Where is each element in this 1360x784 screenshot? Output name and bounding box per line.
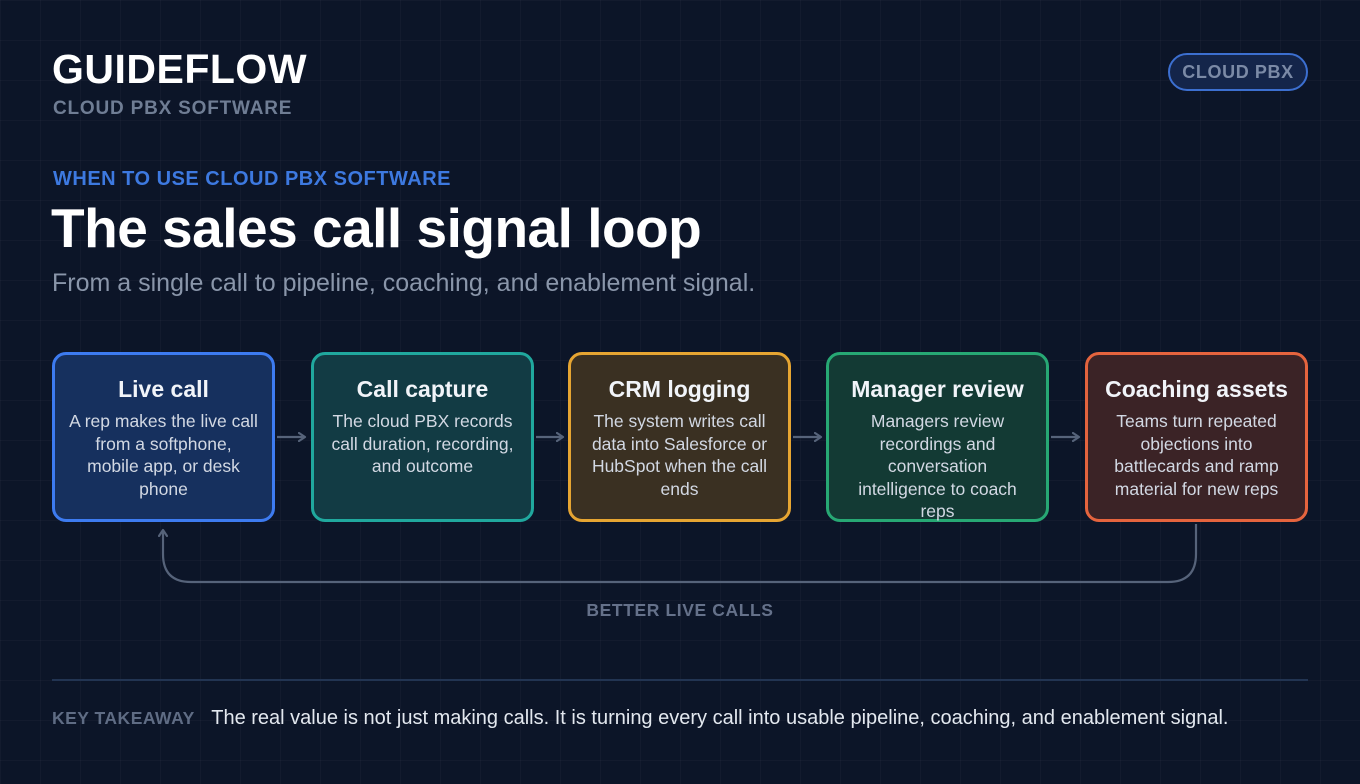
loop-label: BETTER LIVE CALLS [586, 600, 774, 620]
step-title: Coaching assets [1105, 376, 1288, 402]
step-description: The system writes call data into Salesfo… [591, 411, 768, 499]
step-description: The cloud PBX records call duration, rec… [331, 411, 514, 476]
step-crm-logging: CRM logging The system writes call data … [568, 352, 791, 522]
brand-name: GUIDEFLOW [52, 46, 308, 92]
takeaway-text: The real value is not just making calls.… [211, 707, 1229, 729]
step-description: Teams turn repeated objections into batt… [1114, 411, 1279, 499]
divider [52, 679, 1308, 681]
feedback-loop-arrow [163, 524, 1198, 584]
step-title: CRM logging [608, 376, 751, 402]
brand-subtitle: CLOUD PBX SOFTWARE [53, 98, 293, 119]
step-call-capture: Call capture The cloud PBX records call … [311, 352, 534, 522]
step-description: Managers review recordings and conversat… [858, 411, 1017, 521]
takeaway-label: KEY TAKEAWAY [52, 708, 195, 728]
page-title: The sales call signal loop [51, 197, 702, 259]
step-manager-review: Manager review Managers review recording… [826, 352, 1049, 522]
category-badge: CLOUD PBX [1168, 53, 1308, 91]
key-takeaway: KEY TAKEAWAY The real value is not just … [52, 707, 1229, 730]
step-coaching-assets: Coaching assets Teams turn repeated obje… [1085, 352, 1308, 522]
page-subtitle: From a single call to pipeline, coaching… [52, 269, 756, 297]
step-title: Manager review [851, 376, 1024, 402]
step-description: A rep makes the live call from a softpho… [69, 411, 258, 499]
step-live-call: Live call A rep makes the live call from… [52, 352, 275, 522]
step-title: Call capture [356, 376, 489, 402]
section-eyebrow: WHEN TO USE CLOUD PBX SOFTWARE [53, 168, 451, 190]
step-title: Live call [118, 376, 209, 402]
